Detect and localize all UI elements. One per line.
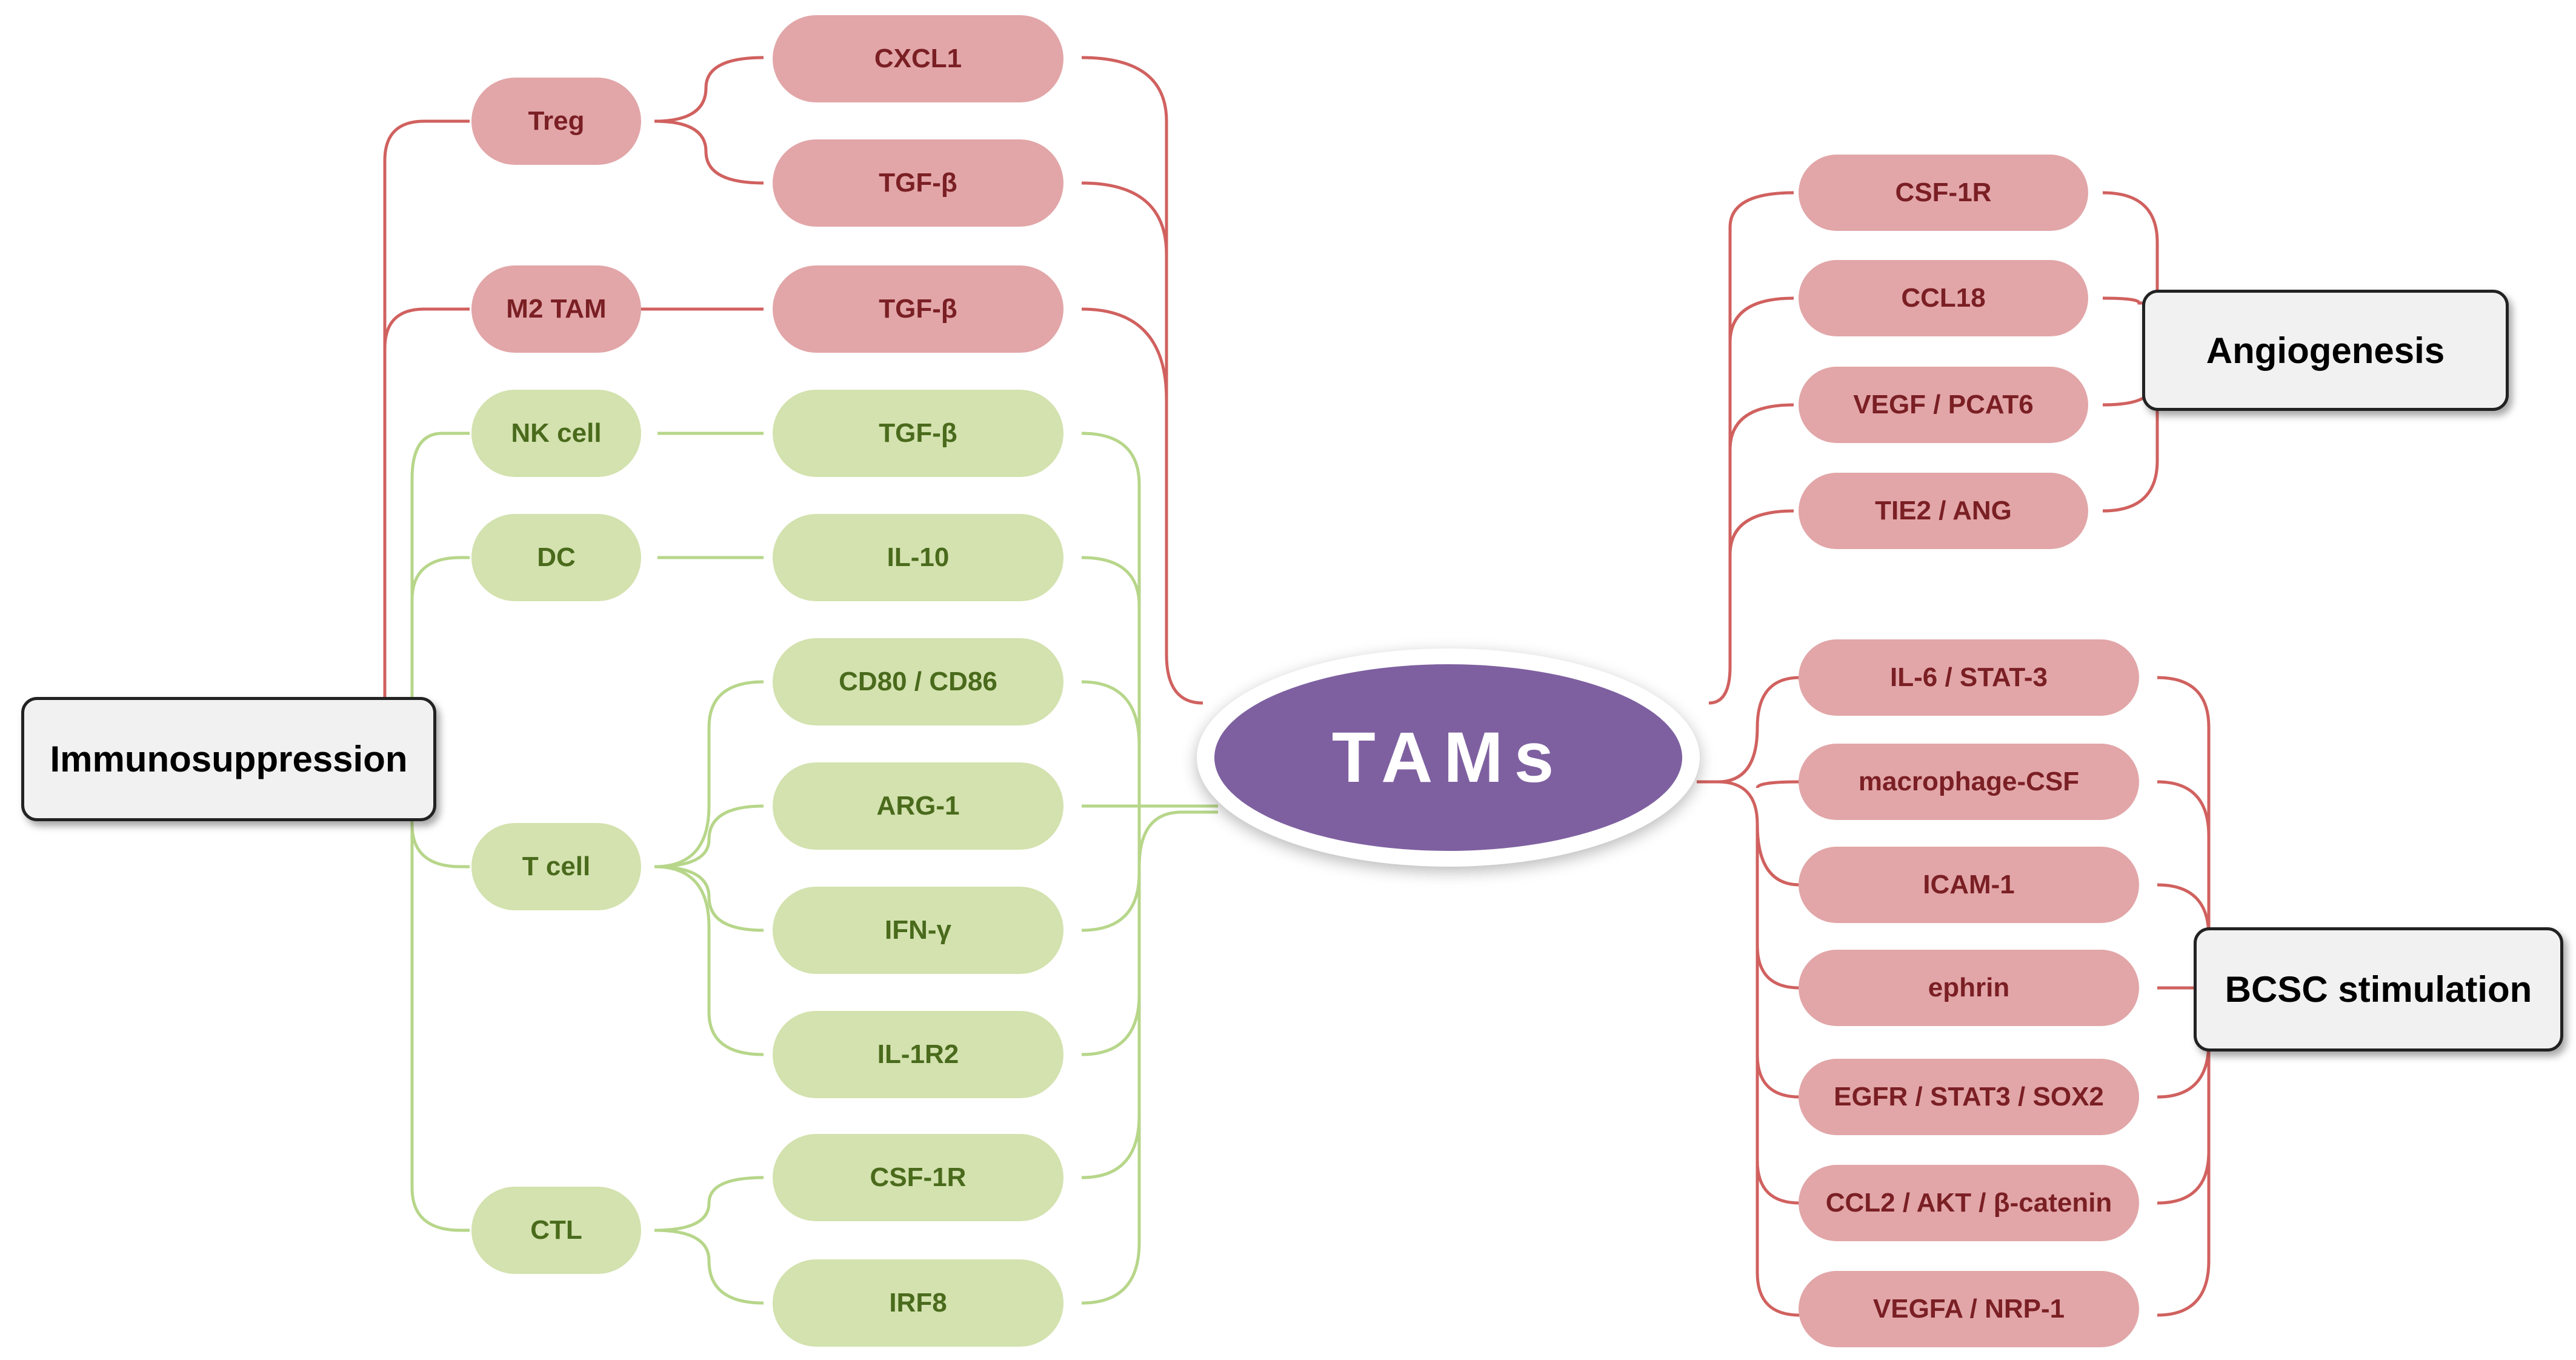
factor-csf-1r-angio: CSF-1R [1799,155,2088,231]
factor-cd80-cd86: CD80 / CD86 [773,638,1063,725]
factor-tgf-beta-m2: TGF-β [773,265,1063,353]
immunosuppression-box: Immunosuppression [21,697,436,821]
cell-m2-tam: M2 TAM [471,265,641,353]
bcsc-connectors [1697,676,2211,1317]
red-immune-connectors [383,56,1203,705]
factor-cxcl1: CXCL1 [773,15,1063,102]
angiogenesis-box: Angiogenesis [2142,290,2509,411]
factor-ccl18: CCL18 [1799,260,2088,336]
cell-dc: DC [471,514,641,601]
factor-vegf-pcat6: VEGF / PCAT6 [1799,367,2088,443]
cell-nk: NK cell [471,390,641,477]
factor-il-1r2: IL-1R2 [773,1011,1063,1098]
factor-icam-1: ICAM-1 [1799,847,2139,923]
factor-egfr-stat3-sox2: EGFR / STAT3 / SOX2 [1799,1059,2139,1135]
cell-t-cell: T cell [471,823,641,910]
factor-ccl2-akt-beta-catenin: CCL2 / AKT / β-catenin [1799,1165,2139,1241]
factor-csf-1r-ctl: CSF-1R [773,1134,1063,1221]
factor-tgf-beta-treg: TGF-β [773,139,1063,227]
cell-treg: Treg [471,78,641,165]
factor-il-10: IL-10 [773,514,1063,601]
factor-irf8: IRF8 [773,1259,1063,1347]
factor-tgf-beta-nk: TGF-β [773,390,1063,477]
factor-vegfa-nrp-1: VEGFA / NRP-1 [1799,1271,2139,1347]
factor-ifn-gamma: IFN-γ [773,887,1063,974]
factor-macrophage-csf: macrophage-CSF [1799,744,2139,820]
green-immune-connectors [410,432,1218,1305]
bcsc-stimulation-box: BCSC stimulation [2194,927,2563,1052]
center-node-tams: TAMs [1214,664,1682,851]
factor-ephrin: ephrin [1799,950,2139,1026]
factor-tie2-ang: TIE2 / ANG [1799,473,2088,549]
factor-il-6-stat-3: IL-6 / STAT-3 [1799,639,2139,716]
cell-ctl: CTL [471,1187,641,1274]
factor-arg-1: ARG-1 [773,762,1063,850]
